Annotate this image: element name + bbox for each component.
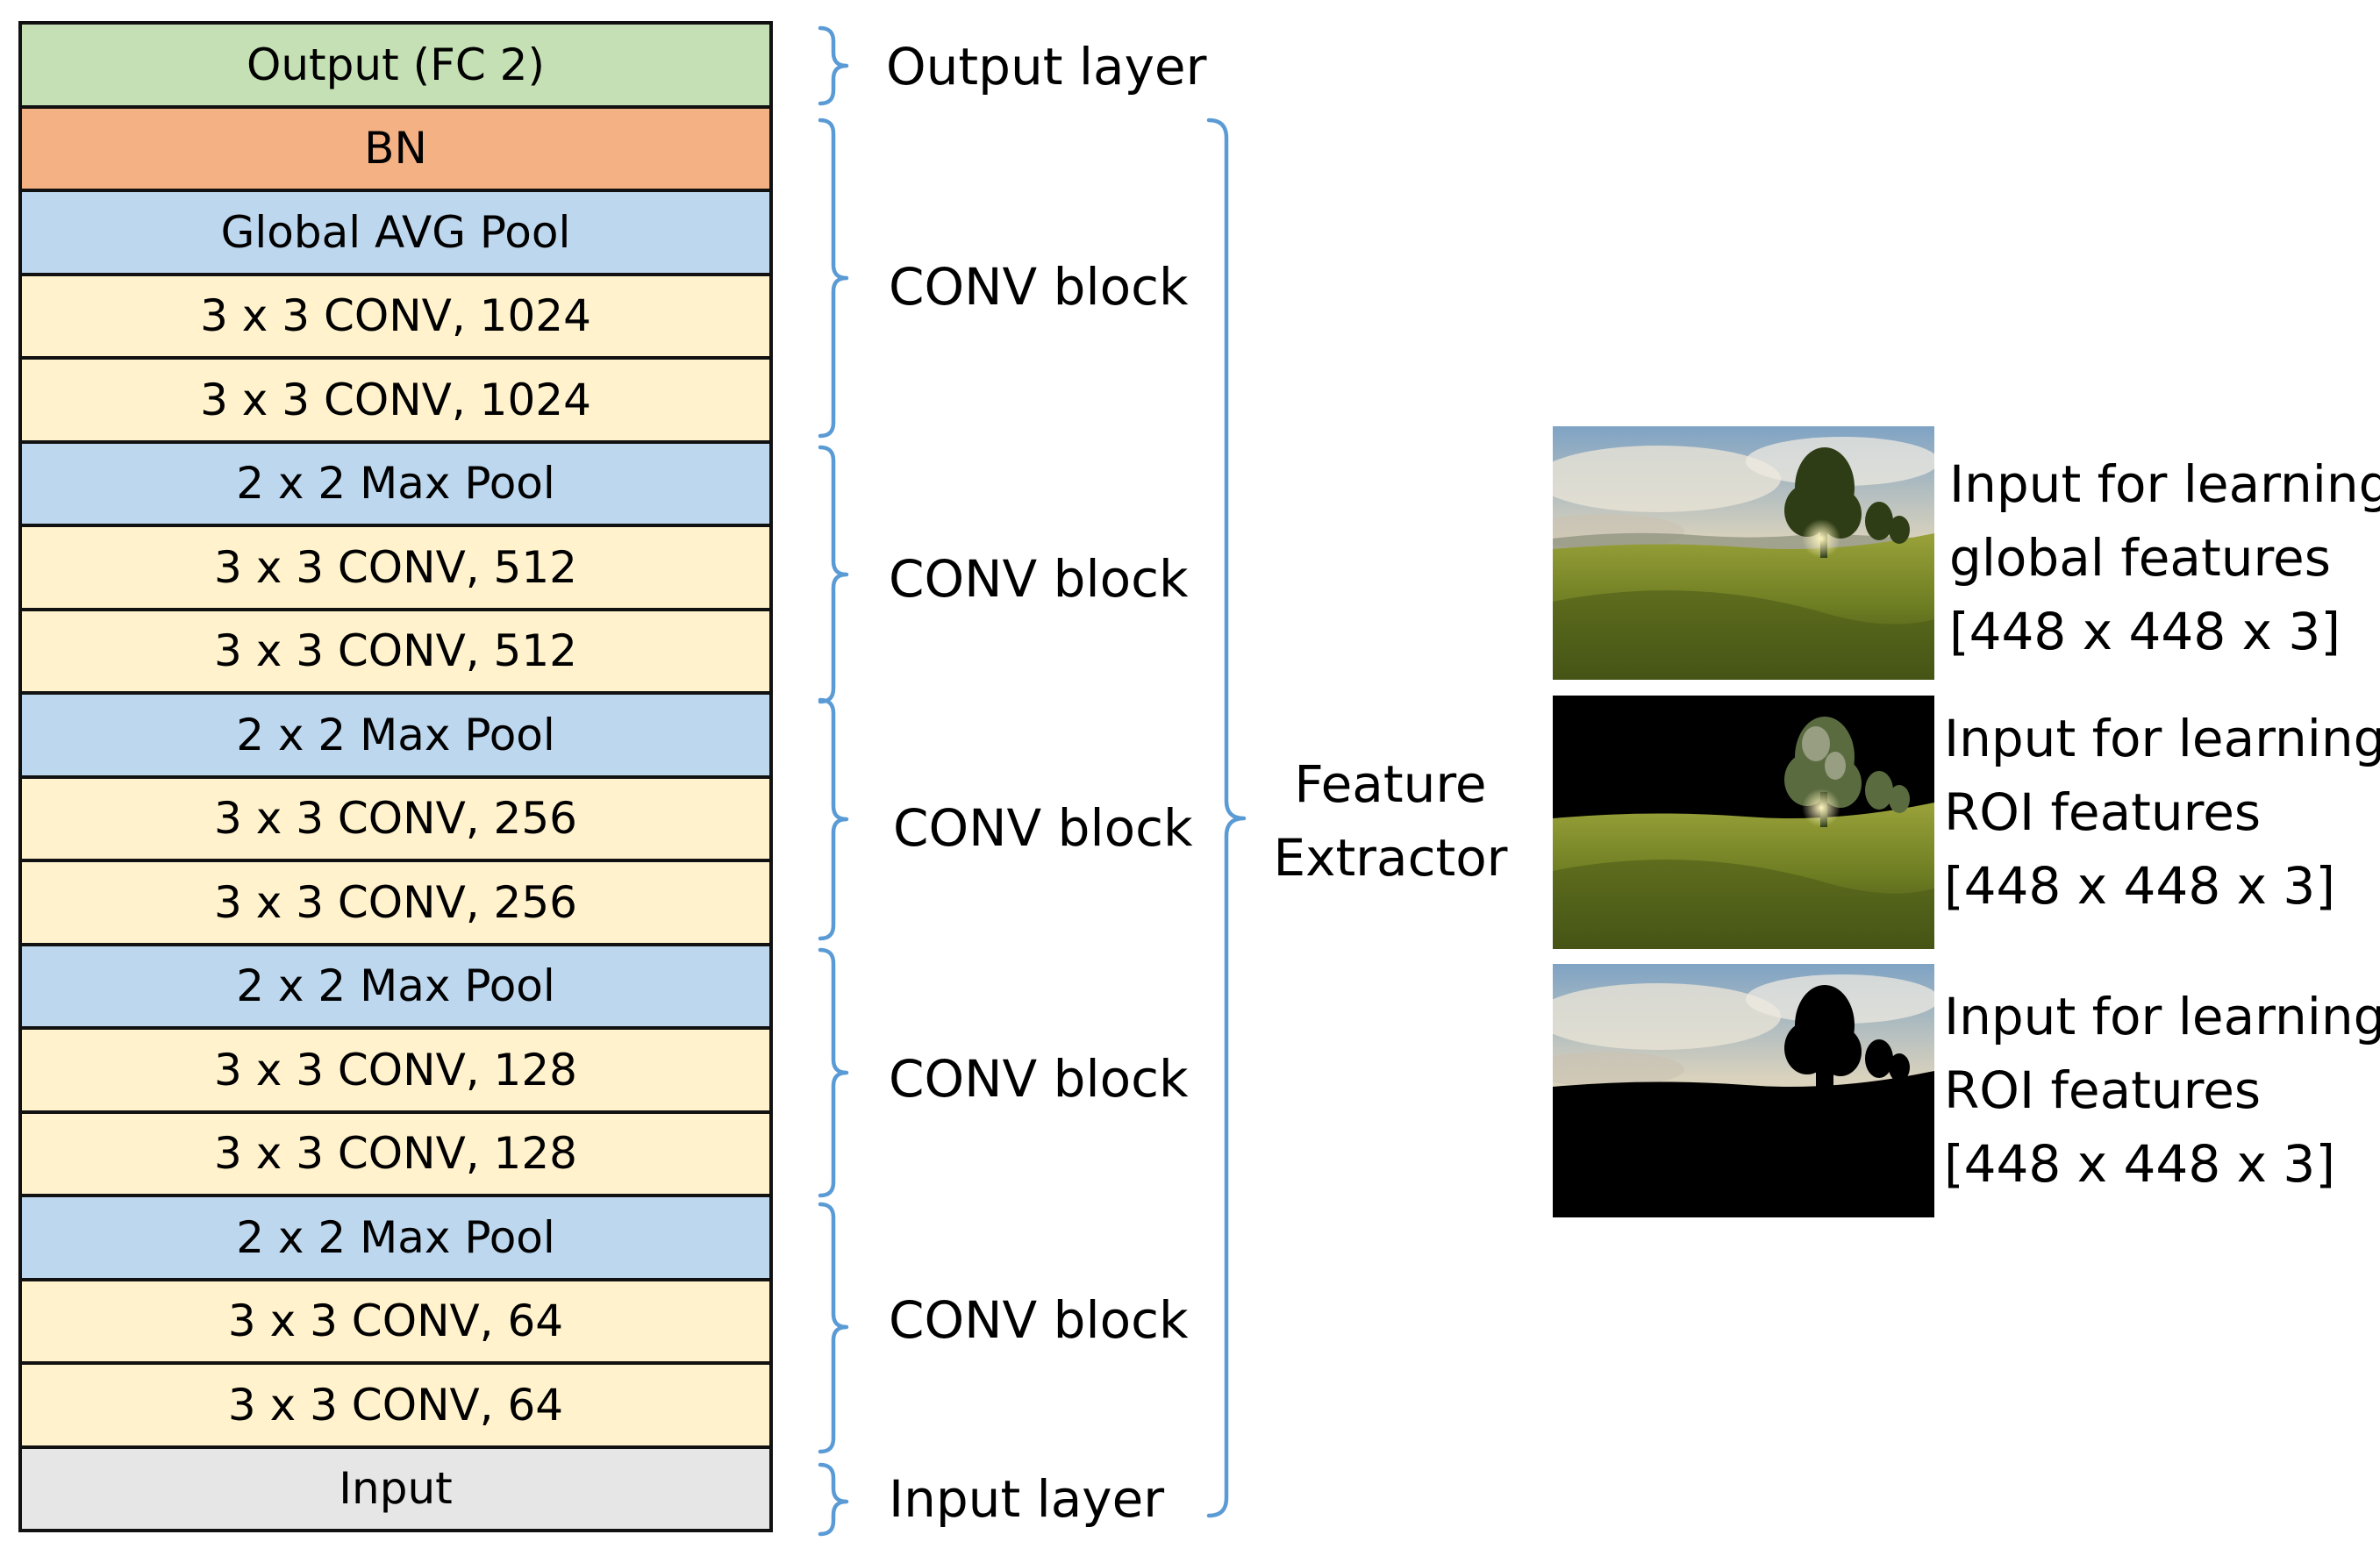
layer-input: Input	[22, 1445, 769, 1529]
caption-global-line-3: [448 x 448 x 3]	[1949, 602, 2341, 661]
layer-max-pool-4: 2 x 2 Max Pool	[22, 439, 769, 524]
layer-conv-128-b: 3 x 3 CONV, 128	[22, 1110, 769, 1194]
landscape-image-ground-masked	[1553, 964, 1934, 1217]
bracket-conv-block-1	[818, 118, 849, 439]
input-image-global	[1553, 426, 1934, 680]
feature-extractor-line-2: Extractor	[1273, 828, 1508, 888]
conv-block-3-label: CONV block	[893, 798, 1193, 858]
conv-block-4-label: CONV block	[889, 1049, 1189, 1109]
bracket-feature-extractor	[1206, 118, 1247, 1518]
bracket-conv-block-5	[818, 1202, 849, 1454]
caption-roi-sky-line-2: ROI features	[1944, 1060, 2262, 1120]
caption-roi-sky-line-3: [448 x 448 x 3]	[1944, 1134, 2335, 1194]
layer-conv-64-b: 3 x 3 CONV, 64	[22, 1361, 769, 1445]
conv-block-2-label: CONV block	[889, 549, 1189, 609]
layer-conv-256-a: 3 x 3 CONV, 256	[22, 774, 769, 859]
caption-roi-ground-line-1: Input for learning	[1944, 709, 2380, 768]
conv-block-1-label: CONV block	[889, 257, 1189, 317]
layer-max-pool-3: 2 x 2 Max Pool	[22, 691, 769, 775]
input-image-roi-sky	[1553, 964, 1934, 1217]
bracket-input-layer	[818, 1462, 849, 1537]
bracket-output-layer	[818, 25, 849, 106]
caption-roi-ground: Input for learning ROI features [448 x 4…	[1944, 702, 2380, 923]
caption-global-line-1: Input for learning	[1949, 454, 2380, 514]
landscape-image-sky-masked	[1553, 696, 1934, 949]
layer-conv-512-b: 3 x 3 CONV, 512	[22, 607, 769, 691]
input-layer-label: Input layer	[889, 1469, 1165, 1529]
bracket-conv-block-4	[818, 947, 849, 1198]
output-layer-label: Output layer	[886, 37, 1207, 96]
layer-stack: Output (FC 2) BN Global AVG Pool 3 x 3 C…	[18, 21, 773, 1532]
layer-conv-256-b: 3 x 3 CONV, 256	[22, 859, 769, 943]
layer-output-fc: Output (FC 2)	[22, 25, 769, 105]
layer-max-pool-2: 2 x 2 Max Pool	[22, 942, 769, 1026]
layer-conv-1024-b: 3 x 3 CONV, 1024	[22, 356, 769, 440]
caption-global: Input for learning global features [448 …	[1949, 447, 2380, 668]
conv-block-5-label: CONV block	[889, 1290, 1189, 1350]
layer-global-avg-pool: Global AVG Pool	[22, 189, 769, 273]
feature-extractor-label: Feature Extractor	[1263, 747, 1518, 895]
input-image-roi-ground	[1553, 696, 1934, 949]
layer-conv-1024-a: 3 x 3 CONV, 1024	[22, 272, 769, 356]
bracket-conv-block-3	[818, 697, 849, 941]
caption-roi-sky: Input for learning ROI features [448 x 4…	[1944, 980, 2380, 1201]
layer-conv-128-a: 3 x 3 CONV, 128	[22, 1026, 769, 1110]
bracket-conv-block-2	[818, 445, 849, 704]
landscape-image	[1553, 426, 1934, 680]
layer-conv-512-a: 3 x 3 CONV, 512	[22, 524, 769, 608]
layer-max-pool-1: 2 x 2 Max Pool	[22, 1194, 769, 1278]
caption-roi-sky-line-1: Input for learning	[1944, 987, 2380, 1046]
caption-roi-ground-line-3: [448 x 448 x 3]	[1944, 856, 2335, 916]
layer-batch-norm: BN	[22, 104, 769, 189]
feature-extractor-line-1: Feature	[1294, 754, 1487, 814]
caption-roi-ground-line-2: ROI features	[1944, 782, 2262, 842]
caption-global-line-2: global features	[1949, 528, 2331, 588]
layer-conv-64-a: 3 x 3 CONV, 64	[22, 1277, 769, 1361]
